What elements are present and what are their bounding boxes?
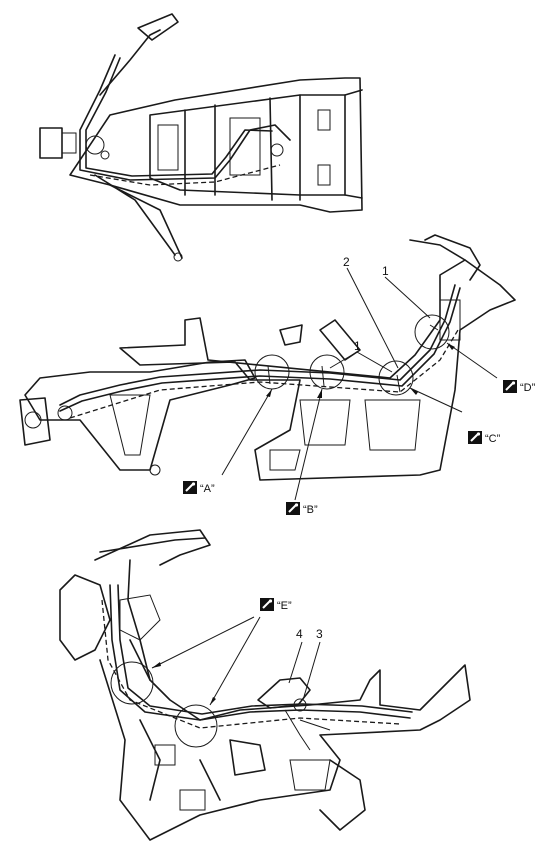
detail-circle-e1 <box>110 661 154 705</box>
detail-circle-d <box>414 314 450 350</box>
part-label-2: 2 <box>343 255 350 269</box>
part-label-3: 3 <box>316 627 323 641</box>
callout-e: “E” <box>277 600 292 612</box>
callout-d: “D” <box>520 382 536 394</box>
view2-leaders <box>221 267 498 501</box>
part-label-4: 4 <box>296 627 303 641</box>
torque-wrench-icon <box>467 430 483 445</box>
torque-wrench-icon <box>285 501 301 516</box>
torque-wrench-icon <box>259 597 275 612</box>
right-side-view-frame <box>19 234 516 481</box>
top-view-frame <box>39 13 363 262</box>
callout-c: “C” <box>485 433 501 445</box>
part-label-1-upper: 1 <box>382 264 389 278</box>
detail-circle-b <box>309 354 345 390</box>
detail-circle-a <box>254 354 290 390</box>
callout-b: “B” <box>303 504 318 516</box>
part-label-1-lower: 1 <box>354 339 361 353</box>
left-side-view-frame <box>59 529 471 841</box>
torque-wrench-icon <box>182 480 198 495</box>
detail-circle-c <box>378 360 414 396</box>
torque-wrench-icon <box>502 379 518 394</box>
view3-leaders <box>151 616 321 706</box>
detail-circle-e2 <box>174 704 218 748</box>
callout-a: “A” <box>200 483 215 495</box>
